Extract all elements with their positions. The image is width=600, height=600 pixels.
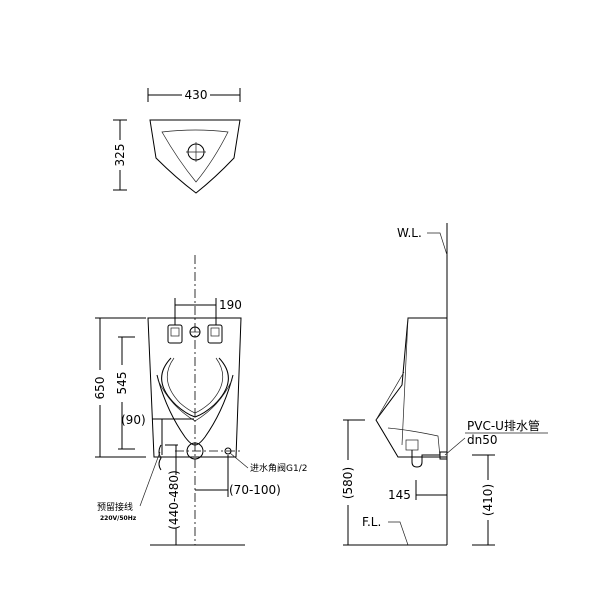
valve-label: 进水角阀G1/2 [250,462,307,474]
sensor-right [207,324,223,344]
drain-height-dimension: (410) [481,484,495,516]
wall-label: W.L. [397,226,422,240]
spacing-dimension: 190 [219,298,242,312]
wiring-cable [158,444,162,471]
side-height-dimension: (580) [341,467,355,499]
urinal-body-side [375,317,447,458]
floor-label: F.L. [362,515,381,529]
inner-height-dimension: 545 [115,372,129,395]
top-depth-dimension: 325 [113,144,127,167]
drain-connector [439,451,448,460]
front-view: 190 650 545 (90) [93,255,307,546]
drain-fitting [405,439,419,451]
mount-height-dimension: (440-480) [167,470,181,530]
height-dimension: 650 [93,377,107,400]
bowl-outline-top [149,119,241,194]
drain-size: dn50 [467,433,498,447]
drain-label: PVC-U排水管 [467,418,540,433]
valve-offset-dimension: (70-100) [229,483,281,497]
projection-dimension: 145 [388,488,411,502]
p-trap [411,450,440,468]
top-width-dimension: 430 [185,88,208,102]
offset-dimension: (90) [121,413,146,427]
urinal-body-front [147,317,242,458]
wiring-spec: 220V/50Hz [100,515,137,522]
top-view: 430 325 [113,88,241,194]
sensor-left [167,324,183,344]
side-view: W.L. PVC-U排水管 dn50 (580) 145 F.L. (410) [341,223,548,546]
wiring-label: 预留接线 [97,501,133,513]
